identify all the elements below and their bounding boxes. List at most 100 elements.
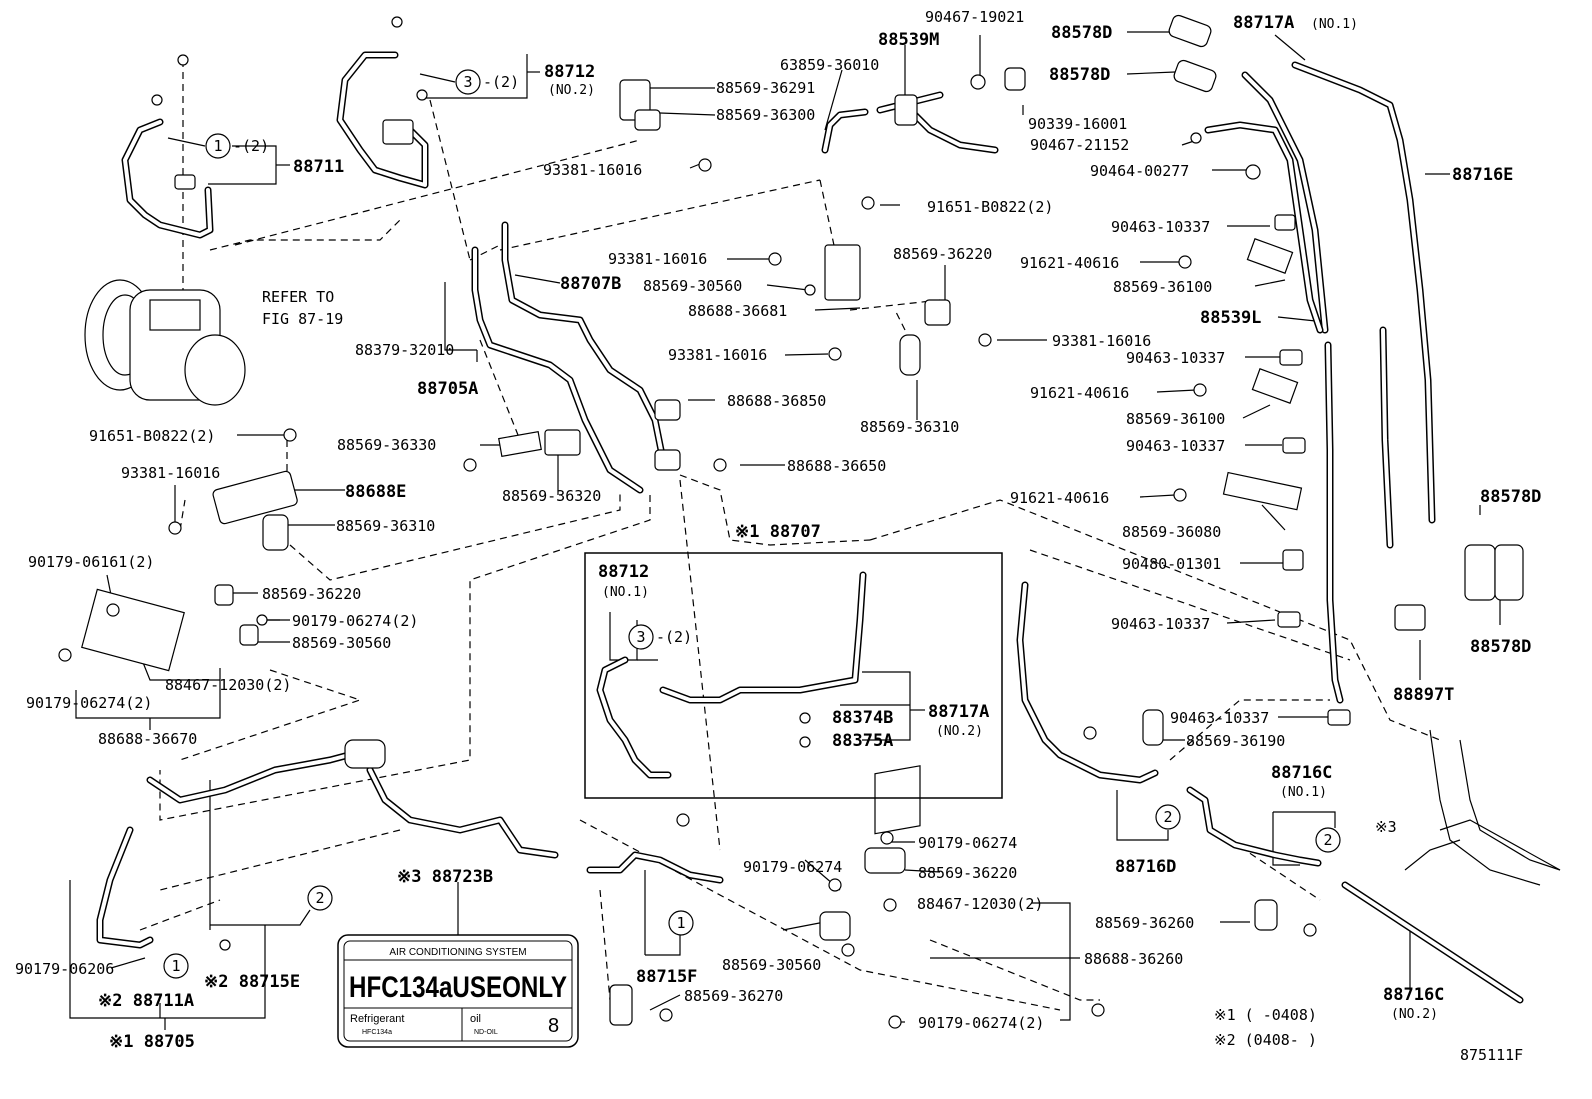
part-label-88711: 88711 — [293, 157, 344, 177]
solid-leader-lines — [69, 31, 1501, 1030]
part-label-88716C1: 88716C — [1271, 763, 1332, 783]
part-label-90463_10337b: 90463-10337 — [1126, 349, 1225, 367]
part-label-88569_36260: 88569-36260 — [1095, 914, 1194, 932]
part-label-88716D: 88716D — [1115, 857, 1176, 877]
svg-text:2: 2 — [1323, 831, 1332, 849]
part-label-93381_16016b: 93381-16016 — [608, 250, 707, 268]
part-label-88569_30560b: 88569-30560 — [292, 634, 391, 652]
part-label-88374B: 88374B — [832, 708, 893, 728]
label-big-text: HFC134aUSEONLY — [349, 971, 567, 1004]
part-label-90179_06206: 90179-06206 — [15, 960, 114, 978]
part-label-91651_B0822b: 91651-B0822(2) — [89, 427, 215, 445]
callouts: 1 -(2) 3 -(2) 3 -(2) 2 2 2 1 1 — [163, 69, 1341, 979]
part-label-88569_36220b: 88569-36220 — [262, 585, 361, 603]
fasteners — [58, 16, 1317, 1029]
part-label-90339_16001: 90339-16001 — [1028, 115, 1127, 133]
label-oil-sub: ND-OIL — [474, 1029, 498, 1036]
callout-1: 1 — [205, 133, 231, 159]
part-label-88578Dc: 88578D — [1480, 487, 1541, 507]
part-label-88569_36300: 88569-36300 — [716, 106, 815, 124]
part-label-88711A: ※2 88711A — [98, 991, 194, 1011]
note-1: ※1 ( -0408) — [1214, 1006, 1317, 1024]
refer-note-line2: FIG 87-19 — [262, 310, 343, 328]
svg-text:2: 2 — [1163, 808, 1172, 826]
part-label-88539M: 88539M — [878, 30, 939, 50]
part-label-88539L: 88539L — [1200, 308, 1261, 328]
part-label-88716C2: 88716C — [1383, 985, 1444, 1005]
part-label-88712top_sub: (NO.2) — [548, 83, 595, 98]
part-label-88569_36310a: 88569-36310 — [860, 418, 959, 436]
part-label-93381_16016a: 93381-16016 — [543, 161, 642, 179]
label-header: AIR CONDITIONING SYSTEM — [389, 947, 526, 958]
part-label-88707: ※1 88707 — [735, 522, 821, 542]
inset-box-88707 — [584, 552, 1003, 799]
part-label-88717A1: 88717A — [1233, 13, 1294, 33]
part-label-91651_B0822a: 91651-B0822(2) — [927, 198, 1053, 216]
svg-text:3: 3 — [463, 73, 472, 91]
part-label-88717A1_sub: (NO.1) — [1311, 17, 1358, 32]
part-label-88569_36080: 88569-36080 — [1122, 523, 1221, 541]
dashed-leader-lines — [139, 60, 1441, 1011]
callout-2: 2 — [1315, 827, 1341, 853]
note-2: ※2 (0408- ) — [1214, 1031, 1317, 1049]
part-label-90179_06274e: 90179-06274(2) — [918, 1014, 1044, 1032]
svg-text:1: 1 — [171, 957, 180, 975]
part-label-88569_36190: 88569-36190 — [1186, 732, 1285, 750]
part-label-63859_36010: 63859-36010 — [780, 56, 879, 74]
label-refrigerant: Refrigerant — [350, 1013, 404, 1025]
pipes — [96, 51, 1524, 1004]
part-label-90179_06274d: 90179-06274 — [743, 858, 842, 876]
part-label-88569_36330: 88569-36330 — [337, 436, 436, 454]
part-label-90464_00277: 90464-00277 — [1090, 162, 1189, 180]
part-label-88897T: 88897T — [1393, 685, 1454, 705]
figure-id: 875111F — [1460, 1046, 1523, 1064]
callout-2: 2 — [1155, 804, 1181, 830]
note-3: ※3 — [1375, 818, 1397, 836]
part-label-88379_32010: 88379-32010 — [355, 341, 454, 359]
part-label-90463_10337a: 90463-10337 — [1111, 218, 1210, 236]
part-label-90463_10337e: 90463-10337 — [1170, 709, 1269, 727]
part-label-88467_12030b: 88467-12030(2) — [917, 895, 1043, 913]
svg-text:2: 2 — [315, 889, 324, 907]
part-label-88707B: 88707B — [560, 274, 621, 294]
part-label-88716C1_sub: (NO.1) — [1280, 785, 1327, 800]
part-shapes — [81, 14, 1524, 1026]
part-label-90480_01301: 90480-01301 — [1122, 555, 1221, 573]
body-panel — [1404, 729, 1561, 886]
part-label-90467_21152: 90467-21152 — [1030, 136, 1129, 154]
part-label-90463_10337c: 90463-10337 — [1126, 437, 1225, 455]
callout-1: 1 — [668, 910, 694, 936]
part-label-88578Da: 88578D — [1051, 23, 1112, 43]
callout-1: 1 — [163, 953, 189, 979]
part-label-88688_36850: 88688-36850 — [727, 392, 826, 410]
part-label-88467_12030a: 88467-12030(2) — [165, 676, 291, 694]
part-label-88688_36681: 88688-36681 — [688, 302, 787, 320]
part-label-88712in: 88712 — [598, 562, 649, 582]
part-label-88716C2_sub: (NO.2) — [1391, 1007, 1438, 1022]
part-label-88715E: ※2 88715E — [204, 972, 300, 992]
part-label-88723B: ※3 88723B — [397, 867, 493, 887]
refer-note-line1: REFER TO — [262, 288, 334, 306]
part-label-88578Db: 88578D — [1049, 65, 1110, 85]
part-label-88688E: 88688E — [345, 482, 406, 502]
part-label-90179_06274b: 90179-06274(2) — [26, 694, 152, 712]
part-label-91621_40616b: 91621-40616 — [1030, 384, 1129, 402]
callout-qty: -(2) — [483, 73, 519, 91]
part-label-91621_40616c: 91621-40616 — [1010, 489, 1109, 507]
part-label-88569_36220a: 88569-36220 — [893, 245, 992, 263]
callout-3: 3 — [455, 69, 481, 95]
part-label-88712top: 88712 — [544, 62, 595, 82]
compressor — [84, 279, 246, 406]
part-label-90463_10337d: 90463-10337 — [1111, 615, 1210, 633]
part-label-88717A2: 88717A — [928, 702, 989, 722]
callout-2: 2 — [307, 885, 333, 911]
part-label-88705: ※1 88705 — [109, 1032, 195, 1052]
label-oil-num: 8 — [548, 1015, 559, 1037]
part-label-88569_36270: 88569-36270 — [684, 987, 783, 1005]
part-label-88569_36320: 88569-36320 — [502, 487, 601, 505]
part-label-88578Dd: 88578D — [1470, 637, 1531, 657]
part-label-88716E: 88716E — [1452, 165, 1513, 185]
svg-text:1: 1 — [213, 137, 222, 155]
caution-label: AIR CONDITIONING SYSTEM HFC134aUSEONLY R… — [337, 934, 579, 1048]
part-label-91621_40616a: 91621-40616 — [1020, 254, 1119, 272]
